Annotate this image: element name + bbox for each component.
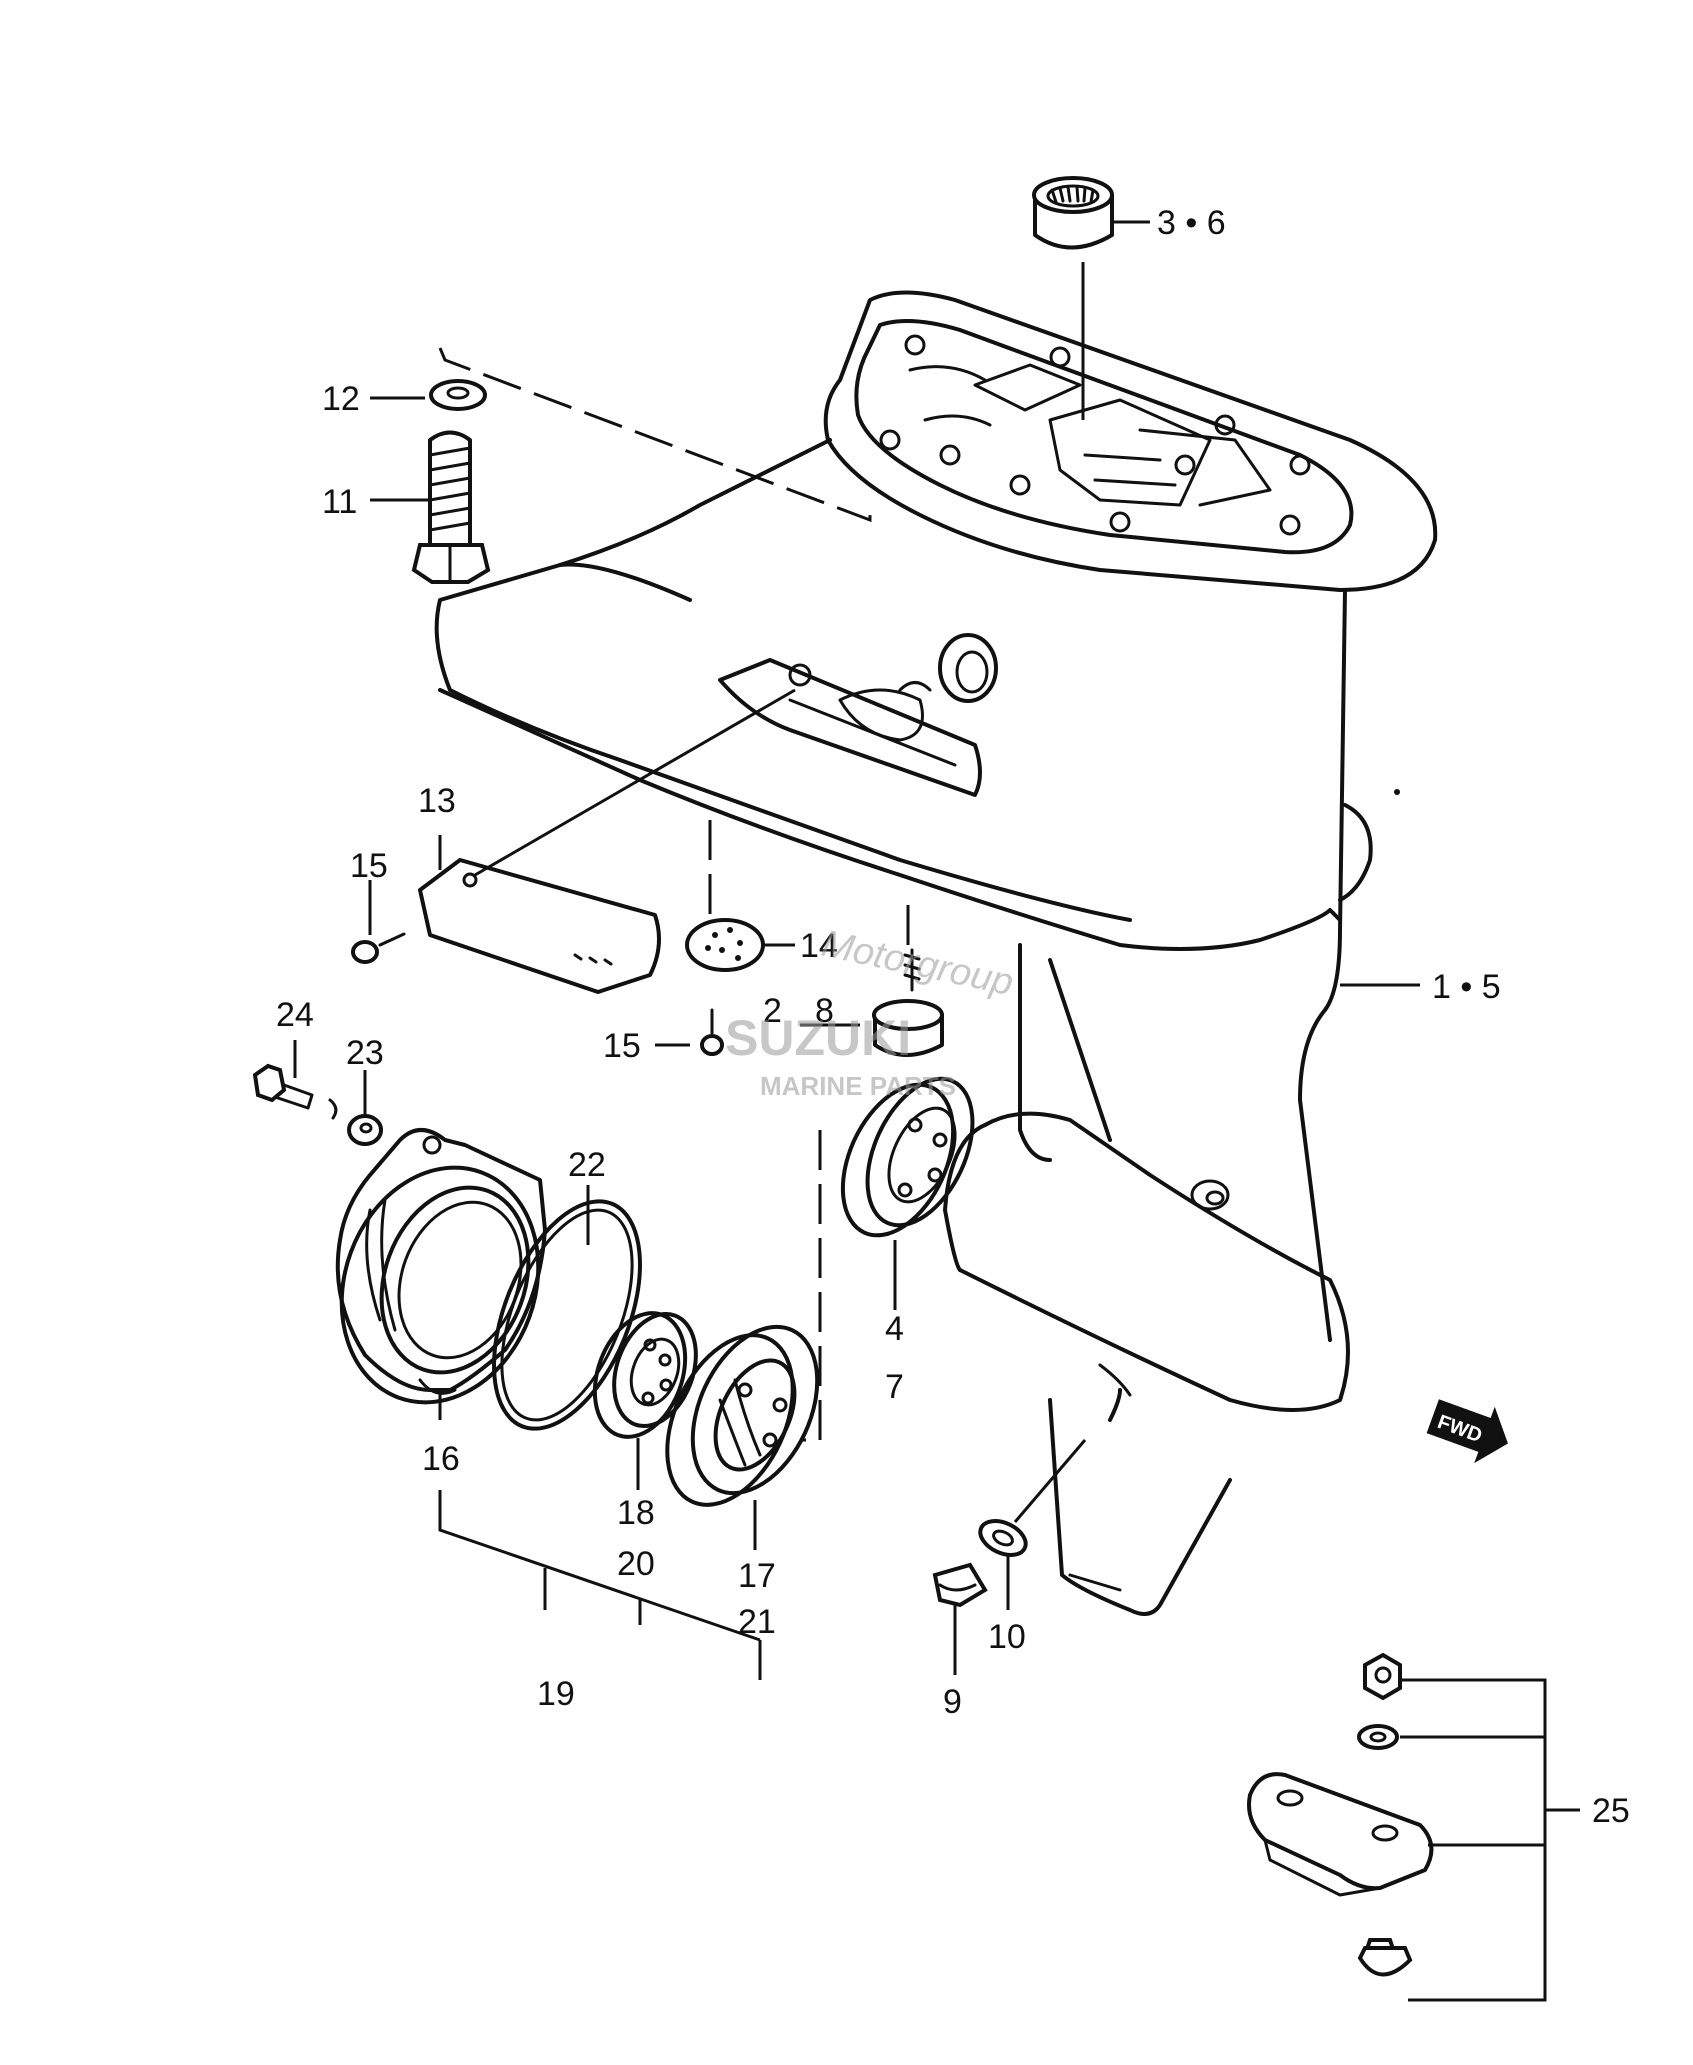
water-strainer-part-14 (685, 918, 765, 972)
label-8: 8 (815, 992, 834, 1030)
washer-part-23 (328, 1098, 383, 1146)
bracket-19 (438, 1490, 761, 1642)
damper-part-2-8 (872, 948, 944, 1057)
label-4: 4 (885, 1310, 904, 1348)
needle-bearing-part-3-6 (1032, 176, 1114, 250)
bearing-housing-part-16 (335, 1128, 547, 1405)
watermark-suzuki: SUZUKI (725, 1010, 911, 1066)
label-21: 21 (738, 1603, 776, 1641)
gear-case-housing (434, 290, 1438, 1616)
dashed-line-bolt (438, 347, 872, 523)
bolt-part-11 (411, 430, 491, 584)
screw-part-15-b (700, 1008, 724, 1056)
bearing-part-18 (592, 1311, 698, 1439)
o-ring-part-22 (492, 1199, 642, 1431)
dashed-bearing-4-7 (800, 1130, 822, 1442)
label-17: 17 (738, 1557, 776, 1595)
plate-part-13 (418, 858, 661, 994)
anode-kit-part-25 (1247, 1652, 1434, 1977)
label-13: 13 (418, 782, 456, 820)
label-22: 22 (568, 1146, 606, 1184)
bolt-part-24 (252, 1063, 314, 1110)
label-3-6: 3 • 6 (1157, 204, 1226, 242)
screw-part-15-a (351, 932, 406, 964)
label-18: 18 (617, 1494, 655, 1532)
bearing-part-4-7 (840, 1076, 975, 1238)
label-14: 14 (800, 927, 838, 965)
label-9: 9 (943, 1683, 962, 1721)
label-7: 7 (885, 1368, 904, 1406)
washer-part-12 (429, 379, 487, 411)
label-20: 20 (617, 1545, 655, 1583)
label-1-5: 1 • 5 (1432, 968, 1501, 1006)
drain-screw-part-9 (932, 1562, 988, 1608)
label-15-a: 15 (350, 847, 388, 885)
label-11: 11 (322, 483, 357, 521)
watermark-motorgroup: Motorgroup (818, 923, 1017, 1004)
bracket-25 (1400, 1678, 1580, 2002)
label-15-b: 15 (603, 1027, 641, 1065)
label-23: 23 (346, 1034, 384, 1072)
label-16: 16 (422, 1440, 460, 1478)
watermark: Motorgroup SUZUKI MARINE PARTS (725, 923, 1017, 1101)
label-25: 25 (1592, 1792, 1630, 1830)
leader-13-to-slot (474, 688, 796, 877)
gasket-part-10 (978, 1519, 1028, 1557)
leader-10-to-hole (1013, 1439, 1087, 1523)
label-19: 19 (537, 1675, 575, 1713)
label-12: 12 (322, 380, 360, 418)
fwd-arrow-badge: FWD (1426, 1399, 1508, 1464)
label-10: 10 (988, 1618, 1026, 1656)
label-24: 24 (276, 996, 314, 1034)
label-2: 2 (763, 992, 782, 1030)
bearing-part-17 (665, 1324, 820, 1507)
watermark-marine-parts: MARINE PARTS (760, 1071, 956, 1101)
